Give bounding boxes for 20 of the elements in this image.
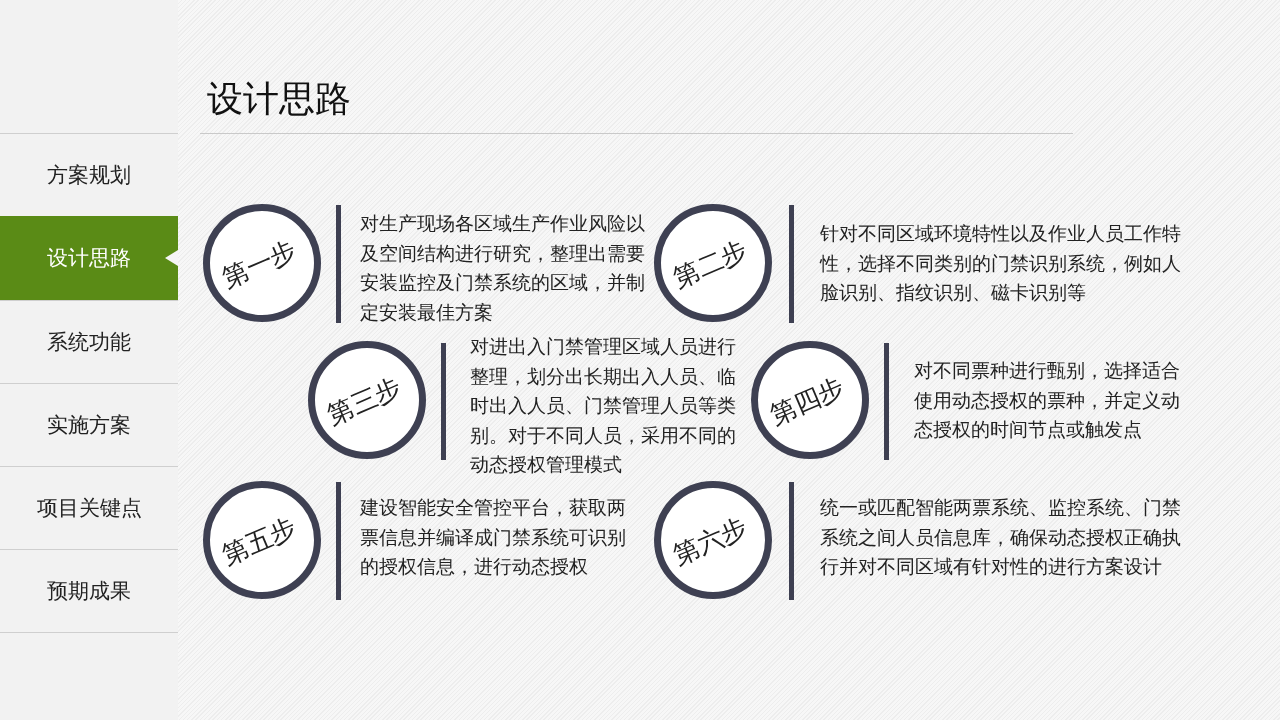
menu-item: 预期成果 bbox=[47, 577, 131, 604]
step-description: 对进出入门禁管理区域人员进行整理，划分出长期出入人员、临时出入人员、门禁管理人员等类别。对于不同人员，采用不同的动态授权管理模式 bbox=[470, 335, 737, 477]
step-description: 对生产现场各区域生产作业风险以及空间结构进行研究，整理出需要安装监控及门禁系统的区域，并制定安装最佳方案 bbox=[360, 212, 646, 325]
step-description: 对不同票种进行甄别，选择适合使用动态授权的票种，并定义动态授权的时间节点或触发点 bbox=[914, 359, 1181, 442]
step-description: 针对不同区域环境特性以及作业人员工作特性，选择不同类别的门禁识别系统，例如人脸识别、指纹识别、磁卡识别等 bbox=[820, 222, 1182, 305]
step-label: 第五步 bbox=[217, 511, 301, 571]
menu-item: 方案规划 bbox=[47, 161, 131, 188]
menu-item: 实施方案 bbox=[47, 411, 131, 438]
step-description: 建设智能安全管控平台，获取两票信息并编译成门禁系统可识别的授权信息，进行动态授权 bbox=[360, 496, 627, 579]
step-label: 第一步 bbox=[217, 234, 301, 294]
step-label: 第四步 bbox=[765, 371, 849, 431]
menu-item: 项目关键点 bbox=[36, 494, 142, 521]
page-title: 设计思路 bbox=[207, 77, 351, 121]
step-label: 第三步 bbox=[322, 371, 406, 431]
active-menu-band bbox=[0, 216, 178, 300]
menu-item: 系统功能 bbox=[47, 328, 131, 355]
step-description: 统一或匹配智能两票系统、监控系统、门禁系统之间人员信息库，确保动态授权正确执行并对不同区域有针对性的进行方案设计 bbox=[820, 496, 1182, 579]
menu-item: 设计思路 bbox=[47, 245, 131, 271]
step-label: 第六步 bbox=[668, 511, 752, 571]
step-label: 第二步 bbox=[668, 234, 752, 294]
